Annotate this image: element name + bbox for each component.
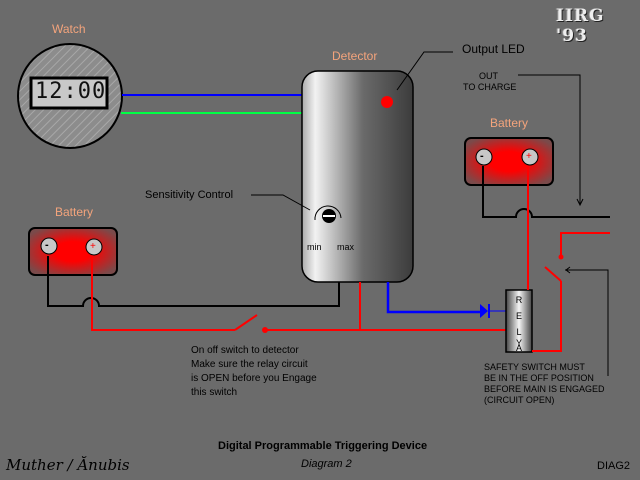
to-charge-label: TO CHARGE <box>463 82 517 92</box>
switch-note-line: Make sure the relay circuit <box>191 359 308 370</box>
detector-label: Detector <box>332 49 378 63</box>
battery-left-plus: + <box>90 241 96 252</box>
safety-leader-line <box>565 269 609 376</box>
battery-left-label: Battery <box>55 205 94 219</box>
out-label: OUT <box>479 71 498 81</box>
watch-time: 12:00 <box>35 79 107 104</box>
logo: IIRG '93 <box>556 6 605 46</box>
diagram-title: Digital Programmable Triggering Device <box>218 440 428 452</box>
detector-body <box>301 70 414 283</box>
battery-right-minus: - <box>480 150 484 162</box>
switch-note-line: this switch <box>191 387 238 398</box>
switch-note: On off switch to detector Make sure the … <box>191 344 317 400</box>
led-leader-line <box>396 51 453 91</box>
black-wire-right <box>482 166 610 218</box>
diagram-code: DIAG2 <box>597 460 631 472</box>
battery-right-plus: + <box>526 151 532 162</box>
battery-right-label: Battery <box>490 116 529 130</box>
battery-left <box>28 227 118 276</box>
safety-note: SAFETY SWITCH MUST BE IN THE OFF POSITIO… <box>484 362 605 406</box>
on-off-switch[interactable] <box>234 314 258 331</box>
sensitivity-knob[interactable] <box>314 205 342 223</box>
relay-letter: R <box>515 295 523 305</box>
watch <box>17 43 123 149</box>
relay-body <box>505 289 533 353</box>
output-led <box>381 96 393 108</box>
safety-switch[interactable] <box>544 266 562 282</box>
authors-signature: Muther / Ănubis <box>6 456 130 474</box>
sensitivity-leader-line <box>251 194 311 211</box>
switch-note-line: On off switch to detector <box>191 345 299 356</box>
out-to-charge-arrow <box>518 74 581 205</box>
diagram-subtitle: Diagram 2 <box>301 458 352 470</box>
safety-note-line: (CIRCUIT OPEN) <box>484 395 555 405</box>
relay-label: R E L A <box>513 292 525 356</box>
blue-wire-detector <box>386 282 483 314</box>
relay-letter: L <box>516 327 522 337</box>
relay-letter-y: Y <box>515 338 522 348</box>
relay-letter: E <box>515 311 522 321</box>
safety-note-line: BEFORE MAIN IS ENGAGED <box>484 384 605 394</box>
sensitivity-max: max <box>337 242 355 252</box>
switch-note-line: is OPEN before you Engage <box>191 373 317 384</box>
watch-label: Watch <box>52 22 86 36</box>
output-led-label: Output LED <box>462 42 525 56</box>
red-wire-left <box>91 256 235 331</box>
sensitivity-min: min <box>307 242 322 252</box>
red-wire-out <box>560 232 610 257</box>
battery-left-minus: - <box>45 239 49 251</box>
relay-letter: A <box>515 343 522 353</box>
sensitivity-label: Sensitivity Control <box>145 189 234 201</box>
battery-right <box>464 137 554 186</box>
safety-note-line: BE IN THE OFF POSITION <box>484 373 594 383</box>
safety-note-line: SAFETY SWITCH MUST <box>484 362 585 372</box>
diode-icon <box>480 304 488 318</box>
